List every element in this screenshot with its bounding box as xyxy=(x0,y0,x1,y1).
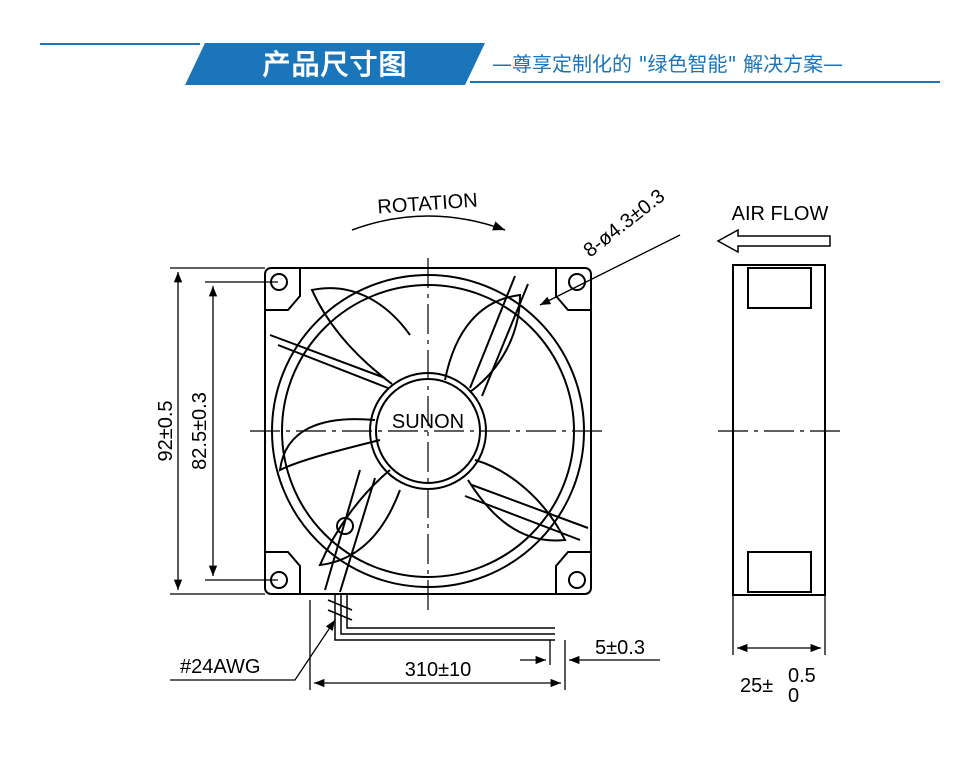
center-lines xyxy=(250,258,605,610)
side-outline xyxy=(732,264,826,596)
header-line-left xyxy=(40,43,200,45)
wire-bundle xyxy=(327,594,555,641)
hole-br xyxy=(568,571,586,589)
blade-3 xyxy=(467,459,567,542)
strip-length-label: 5±0.3 xyxy=(595,637,645,659)
blade-1 xyxy=(310,287,411,385)
header-banner xyxy=(185,43,485,85)
depth-tolerance-upper: 0.5 xyxy=(788,665,816,687)
header-line-right xyxy=(470,81,940,83)
hole-tr xyxy=(568,273,586,291)
corner-tr xyxy=(555,268,591,311)
depth-tolerance-lower: 0 xyxy=(788,685,799,707)
hole-leader xyxy=(539,234,681,306)
brand-label: SUNON xyxy=(392,411,464,433)
side-flange-bottom xyxy=(747,551,812,593)
wire-gauge-label: #24AWG xyxy=(180,656,260,678)
corner-bl xyxy=(265,551,301,594)
depth-dimension xyxy=(732,595,826,655)
page-title: 产品尺寸图 xyxy=(262,48,408,81)
height-dimensions xyxy=(170,267,278,595)
spoke-3 xyxy=(471,484,589,529)
blade-5 xyxy=(278,418,381,472)
wire-gauge-leader xyxy=(170,619,336,681)
side-view xyxy=(732,264,826,596)
spoke-1 xyxy=(269,334,386,379)
wire-length-label: 310±10 xyxy=(405,659,472,681)
rotation-arrow xyxy=(351,215,506,231)
side-flange-top xyxy=(747,267,812,309)
wire-channel-1 xyxy=(324,469,361,591)
depth-label: 25± xyxy=(740,675,773,697)
spoke-2 xyxy=(469,275,516,389)
wire-grommet xyxy=(336,517,354,535)
air-flow-label: AIR FLOW xyxy=(732,203,829,225)
height-inner-label: 82.5±0.3 xyxy=(189,392,211,470)
hole-label: 8-ø4.3±0.3 xyxy=(580,185,670,262)
blade-4 xyxy=(318,469,401,567)
height-outer-label: 92±0.5 xyxy=(155,400,177,461)
blade-2 xyxy=(444,293,522,393)
corner-br xyxy=(555,551,591,594)
rotation-label: ROTATION xyxy=(377,190,479,219)
corner-tl xyxy=(265,268,301,311)
page-subtitle: —尊享定制化的 "绿色智能" 解决方案— xyxy=(492,52,844,76)
air-flow-arrow xyxy=(716,228,831,254)
wire-length-dimension xyxy=(309,600,660,690)
